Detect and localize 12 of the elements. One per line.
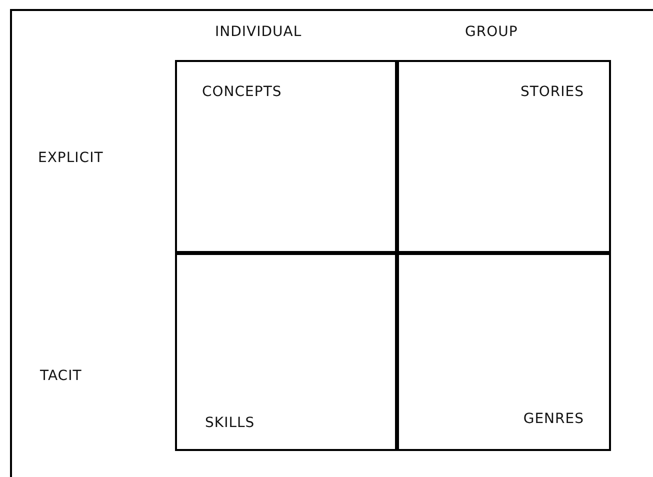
cell-label: SKILLS bbox=[205, 415, 255, 431]
row-heading: EXPLICIT bbox=[38, 150, 104, 166]
matrix-cell bbox=[175, 60, 397, 253]
column-heading: GROUP bbox=[465, 24, 518, 40]
cell-label: STORIES bbox=[520, 84, 584, 100]
matrix-cell bbox=[175, 253, 397, 451]
cell-label: CONCEPTS bbox=[202, 84, 282, 100]
row-heading: TACIT bbox=[40, 368, 82, 384]
matrix-cell bbox=[397, 253, 611, 451]
column-heading: INDIVIDUAL bbox=[215, 24, 302, 40]
matrix-cell bbox=[397, 60, 611, 253]
cell-label: GENRES bbox=[523, 411, 584, 427]
